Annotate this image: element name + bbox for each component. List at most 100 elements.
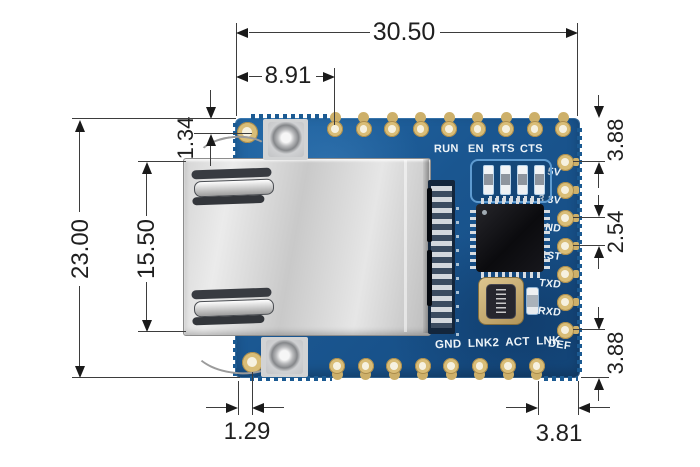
castellated-hole: [469, 121, 486, 137]
dim-line: [316, 76, 323, 77]
dim-arrow: [594, 205, 604, 217]
resistor: [483, 165, 494, 195]
dim-line: [79, 286, 80, 366]
castellation: [502, 369, 514, 380]
dim-jack-height: 15.50: [133, 218, 160, 280]
castellation: [573, 326, 579, 334]
dim-line: [577, 23, 578, 116]
castellated-hole: [384, 121, 400, 137]
dim-line: [538, 381, 539, 415]
dim-line: [210, 90, 211, 108]
castellation: [500, 112, 512, 123]
serrated-edge-left-bottom: [233, 338, 237, 376]
dim-arrow: [594, 318, 604, 330]
dim-line: [238, 381, 239, 415]
castellation: [573, 158, 579, 166]
dim-arrow: [323, 72, 335, 82]
dim-arrow: [236, 72, 248, 82]
castellated-hole: [441, 121, 457, 137]
dim-pin-pitch: 2.54: [603, 210, 628, 254]
shield-seam: [404, 160, 407, 332]
castellation: [445, 369, 457, 380]
chip-pins-top: [481, 198, 543, 204]
castellated-hole: [443, 358, 459, 374]
dim-line: [578, 381, 579, 415]
dim-line: [598, 95, 599, 107]
corner-hole-top-left: [236, 121, 258, 143]
top-pin-label-run: RUN: [433, 142, 459, 156]
dim-line: [252, 372, 253, 415]
serrated-edge-bottom-right: [544, 376, 578, 381]
castellated-hole: [414, 358, 431, 374]
resistor: [500, 165, 511, 195]
dim-line: [236, 23, 237, 116]
pin-hole-gnd: [556, 209, 574, 227]
dim-line: [581, 377, 609, 378]
dim-line: [573, 329, 605, 330]
dim-arrow: [526, 403, 538, 413]
dim-line: [146, 282, 147, 320]
shield-edge-shade: [423, 159, 429, 333]
dim-line: [598, 390, 599, 401]
castellation: [573, 214, 579, 222]
castellated-hole: [528, 358, 545, 374]
dim-arrow: [252, 403, 264, 413]
resistor: [534, 165, 545, 195]
top-pin-label-cts: CTS: [519, 142, 544, 156]
dim-line: [72, 377, 240, 378]
dim-right-bottom-margin: 3.88: [603, 331, 628, 375]
dim-arrow: [566, 28, 578, 38]
crystal-marking: [496, 289, 506, 313]
dim-line: [573, 161, 605, 162]
dim-line: [249, 32, 370, 33]
rj45-pin-divider: [427, 250, 432, 306]
serrated-edge-right: [577, 124, 582, 372]
rj45-contact-pins: [428, 180, 455, 334]
dim-arrow: [142, 162, 152, 174]
castellated-hole: [327, 121, 343, 137]
castellated-hole: [500, 358, 516, 374]
chip-pins-left: [470, 209, 476, 269]
castellated-hole: [498, 121, 514, 137]
castellation: [329, 112, 341, 123]
castellation: [474, 369, 485, 380]
dim-line: [138, 331, 186, 332]
top-pin-label-rts: RTS: [491, 142, 516, 156]
castellation: [331, 369, 343, 380]
castellation: [529, 112, 540, 123]
dim-line: [590, 407, 610, 408]
dim-bottom-right-margin: 3.81: [535, 420, 583, 447]
corner-hole-bottom-left: [241, 351, 263, 373]
pin-hole-5v: [556, 153, 574, 171]
dim-line: [72, 118, 236, 119]
castellation: [386, 112, 398, 123]
resistor: [517, 165, 528, 195]
castellated-hole: [386, 358, 402, 374]
serrated-edge-left-top: [233, 121, 237, 159]
castellation: [472, 112, 483, 123]
dim-line: [506, 407, 526, 408]
dim-right-top-margin: 3.88: [603, 118, 628, 162]
dim-arrow: [75, 120, 85, 132]
dim-line: [598, 307, 599, 318]
castellation: [443, 112, 455, 123]
castellation: [415, 112, 426, 123]
castellated-hole: [471, 358, 488, 374]
dim-line: [79, 132, 80, 212]
castellated-hole: [355, 121, 372, 137]
dim-arrow: [594, 162, 604, 174]
dim-left-to-first-pin: 8.91: [264, 62, 312, 89]
dim-line: [598, 174, 599, 188]
dim-line: [573, 245, 605, 246]
castellation: [417, 369, 428, 380]
main-chip: [476, 204, 544, 272]
via-row: [456, 196, 459, 336]
dim-line: [249, 76, 262, 77]
castellation: [531, 369, 542, 380]
dim-arrow: [578, 403, 590, 413]
dim-line: [264, 407, 284, 408]
castellation: [388, 369, 400, 380]
rj45-pin-divider: [427, 188, 432, 242]
dim-arrow: [236, 28, 248, 38]
